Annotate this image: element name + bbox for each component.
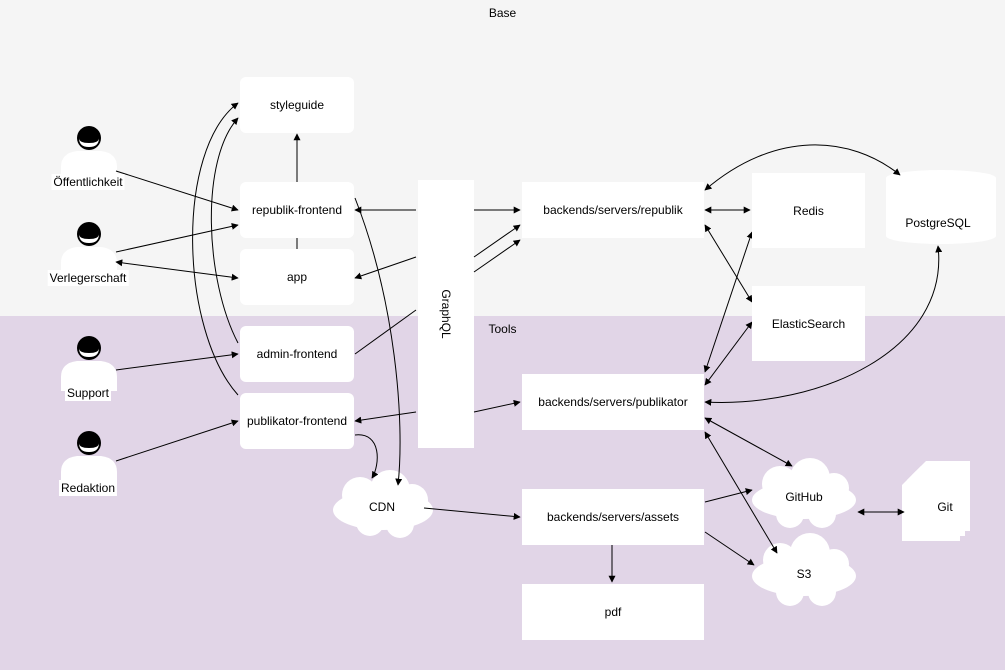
actor-verlegerschaft: Verlegerschaft [47,270,129,286]
pdf-box: pdf [522,584,704,640]
elasticsearch-box: ElasticSearch [752,286,865,361]
redis-box: Redis [752,173,865,248]
publikator-frontend-box: publikator-frontend [240,393,354,449]
actor-support: Support [64,385,112,401]
backend-republik-box: backends/servers/republik [522,182,704,238]
oeffentlichkeit-actor-icon [61,126,117,181]
admin-frontend-box: admin-frontend [240,326,354,382]
republik-frontend-box: republik-frontend [240,182,354,238]
cdn-label: CDN [369,500,395,514]
graphql-bar [418,180,474,448]
git-label: Git [937,500,953,514]
graphql-label: GraphQL [439,289,453,339]
app-box: app [240,249,354,305]
postgresql-label: PostgreSQL [905,216,971,230]
github-label: GitHub [785,490,823,504]
actor-redaktion: Redaktion [58,480,118,496]
postgresql-cylinder-shape [886,170,996,244]
backend-publikator-box: backends/servers/publikator [522,374,704,430]
s3-cloud-shape [752,533,856,606]
s3-label: S3 [796,567,812,581]
redaktion-actor-icon [61,431,117,486]
styleguide-box: styleguide [240,77,354,133]
base-zone-label: Base [488,6,517,20]
git-stack-shape [902,461,970,541]
backend-assets-box: backends/servers/assets [522,489,704,545]
actor-oeffentlichkeit: Öffentlichkeit [51,174,125,190]
verlegerschaft-actor-icon [61,222,117,277]
support-actor-icon [61,336,117,391]
tools-zone-label: Tools [488,322,517,336]
